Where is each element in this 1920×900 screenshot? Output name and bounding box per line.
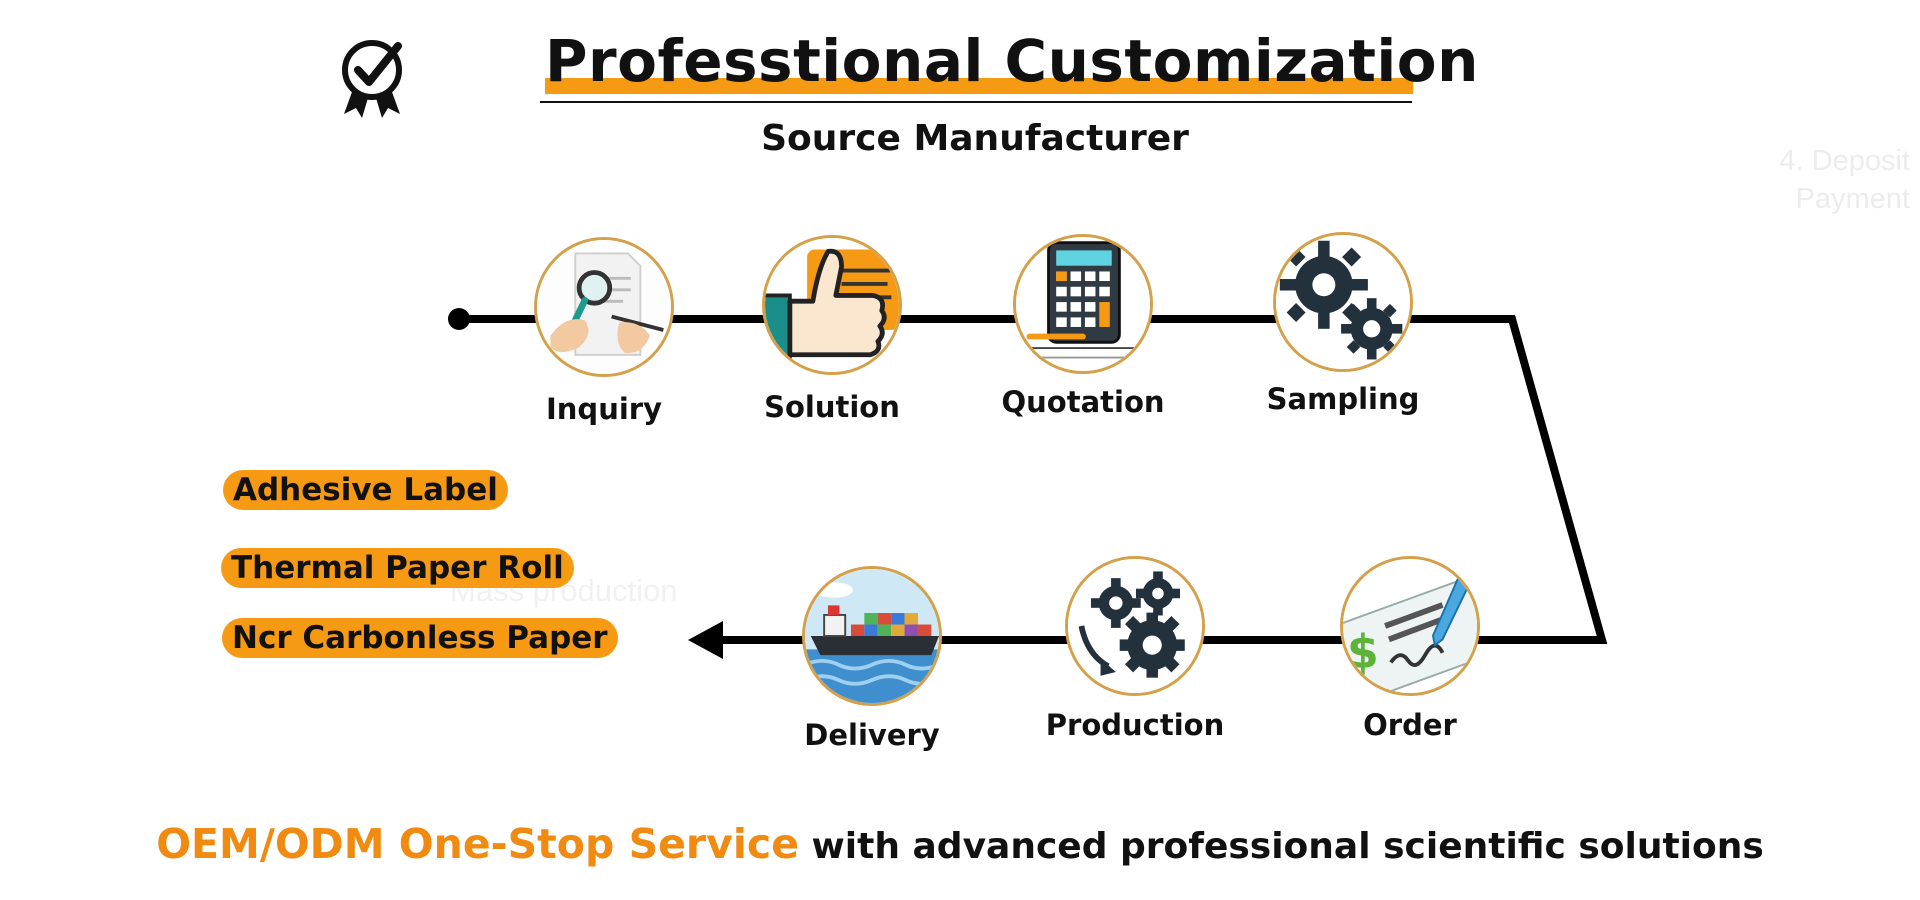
tagline-rest: with advanced professional scientific so… <box>799 826 1764 867</box>
step-production: Production <box>1046 556 1224 742</box>
step-sampling: Sampling <box>1267 232 1419 416</box>
service-tagline: OEM/ODM One-Stop Service with advanced p… <box>0 820 1920 871</box>
step-label-inquiry: Inquiry <box>546 392 662 426</box>
title-underline <box>540 101 1412 103</box>
step-label-delivery: Delivery <box>804 718 940 752</box>
step-solution: Solution <box>762 235 902 424</box>
cheque-signature-icon: $ <box>1340 556 1480 696</box>
calculator-icon <box>1013 234 1153 374</box>
page-subtitle: Source Manufacturer <box>761 118 1189 159</box>
step-label-order: Order <box>1363 708 1457 742</box>
watermark-line-2: Payment <box>1795 183 1910 215</box>
svg-text:$: $ <box>1347 625 1379 679</box>
magnifier-document-icon <box>534 237 674 377</box>
watermark-line-1: 4. Deposit <box>1779 145 1910 177</box>
flow-arrowhead <box>688 621 723 659</box>
thumbs-up-icon <box>762 235 902 375</box>
step-label-quotation: Quotation <box>1001 385 1165 419</box>
watermark-text: 4. Deposit Payment <box>1710 142 1910 218</box>
cargo-ship-icon <box>802 566 942 706</box>
product-tag-ncr-carbonless-paper: Ncr Carbonless Paper <box>222 618 618 658</box>
production-gears-icon <box>1065 556 1205 696</box>
product-tag-thermal-paper-roll: Thermal Paper Roll <box>221 548 574 588</box>
step-inquiry: Inquiry <box>534 237 674 426</box>
title-highlight-band <box>545 78 1413 94</box>
step-label-solution: Solution <box>764 390 900 424</box>
step-delivery: Delivery <box>802 566 942 752</box>
award-check-icon <box>340 36 410 120</box>
step-order: $ Order <box>1340 556 1480 742</box>
tagline-highlight: OEM/ODM One-Stop Service <box>156 820 800 868</box>
step-label-sampling: Sampling <box>1266 382 1420 416</box>
product-tag-adhesive-label: Adhesive Label <box>223 470 508 510</box>
page-title: Professtional Customization <box>545 27 1479 95</box>
gears-icon <box>1273 232 1413 372</box>
step-label-production: Production <box>1045 708 1225 742</box>
step-quotation: Quotation <box>1001 234 1165 419</box>
